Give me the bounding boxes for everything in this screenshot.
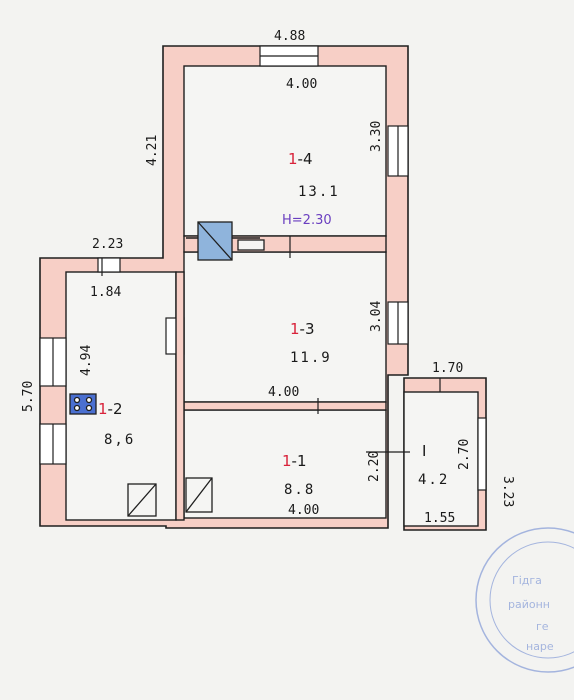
dim-room1-side: 2.20 bbox=[367, 451, 382, 482]
dim-room4-right: 3.30 bbox=[369, 121, 384, 152]
dim-annex-bottom: 1.55 bbox=[424, 511, 455, 526]
room-area-1-3: 11.9 bbox=[290, 350, 332, 366]
room-1-4-interior bbox=[183, 65, 387, 237]
ceiling-height-note: H=2.30 bbox=[282, 213, 332, 228]
room-labels: 1-4 13.1 H=2.30 1-3 11.9 1-2 8,6 1-1 8.8… bbox=[98, 150, 449, 498]
dimension-ticks bbox=[101, 236, 441, 453]
dim-left-wing-inner: 1.84 bbox=[90, 285, 121, 300]
stamp: Гідга районн ге наре bbox=[475, 527, 574, 673]
dim-annex-outer: 3.23 bbox=[500, 476, 515, 507]
dim-top-inner: 4.00 bbox=[286, 77, 317, 92]
dim-annex-inner: 2.70 bbox=[457, 439, 472, 470]
dim-top-outer: 4.88 bbox=[274, 29, 305, 44]
svg-text:1-1: 1-1 bbox=[282, 452, 307, 470]
stamp-ring-inner bbox=[489, 541, 574, 659]
svg-text:I: I bbox=[422, 442, 426, 460]
room-interiors bbox=[65, 65, 479, 527]
stamp-ring-outer bbox=[475, 527, 574, 673]
fixtures bbox=[69, 221, 265, 517]
room-area-1-1: 8.8 bbox=[284, 482, 315, 498]
windows bbox=[39, 45, 487, 491]
chimney-icon bbox=[237, 239, 265, 251]
room-1-3-interior bbox=[183, 251, 387, 403]
svg-text:1-3: 1-3 bbox=[290, 320, 315, 338]
gas-stove-icon bbox=[69, 393, 97, 415]
room-label-1-4: 1-4 13.1 bbox=[288, 150, 340, 200]
dim-bottom-width: 4.00 bbox=[288, 503, 319, 518]
window-annex-right bbox=[477, 417, 487, 491]
room-label-1-1: 1-1 8.8 bbox=[282, 452, 315, 498]
dimension-labels: 4.88 4.00 4.21 3.30 3.04 4.00 4.00 2.23 … bbox=[21, 29, 515, 526]
dim-left-upper: 4.21 bbox=[145, 135, 160, 166]
window-room12-top bbox=[97, 257, 121, 273]
dim-left-wing-outer: 2.23 bbox=[92, 237, 123, 252]
dim-mid-width: 4.00 bbox=[268, 385, 299, 400]
room-area-1-4: 13.1 bbox=[298, 184, 340, 200]
room-area-annex: 4.2 bbox=[418, 472, 449, 488]
dim-left-outer: 5.70 bbox=[21, 381, 36, 412]
room-1-1-interior bbox=[183, 409, 387, 519]
room-label-1-3: 1-3 11.9 bbox=[290, 320, 332, 366]
stamp-line-2: районн bbox=[508, 598, 550, 611]
room-label-annex: I 4.2 bbox=[418, 442, 449, 488]
svg-text:1-2: 1-2 bbox=[98, 400, 123, 418]
room-label-1-2: 1-2 8,6 bbox=[98, 400, 135, 448]
dim-left-inner: 4.94 bbox=[79, 345, 94, 376]
room-area-1-2: 8,6 bbox=[104, 432, 135, 448]
stamp-line-3: ге bbox=[536, 620, 549, 633]
svg-text:1-4: 1-4 bbox=[288, 150, 313, 168]
partitions bbox=[175, 235, 387, 521]
dim-room3-right: 3.04 bbox=[369, 301, 384, 332]
stamp-line-1: Гідга bbox=[512, 574, 542, 587]
dim-annex-top: 1.70 bbox=[432, 361, 463, 376]
stamp-line-4: наре bbox=[526, 640, 554, 653]
